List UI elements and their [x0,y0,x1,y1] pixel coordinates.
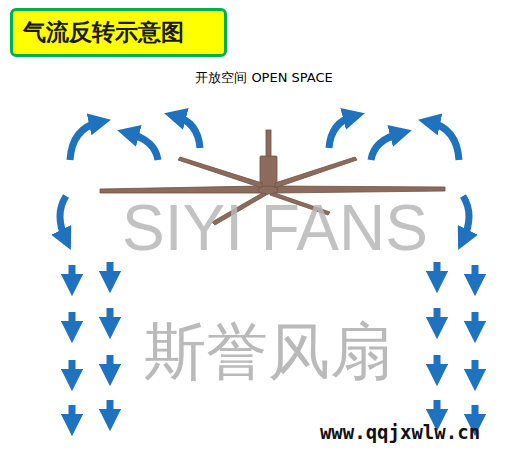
curved-arrow [128,133,158,160]
diagram-title: 气流反转示意图 [13,11,224,54]
curved-arrow [371,133,401,160]
down-arrow [69,265,76,285]
down-arrow [434,308,441,328]
down-arrow [107,355,114,375]
down-arrow [472,312,479,332]
title-box: 气流反转示意图 [10,8,227,57]
down-arrow [69,405,76,425]
curved-arrow [60,196,66,240]
website-watermark: www.qqjxwlw.cn [320,421,480,443]
watermark: SIYI FANS [122,191,428,265]
airflow-arrows [60,116,475,425]
down-arrow [107,400,114,420]
down-arrow [434,262,441,282]
down-arrow [107,308,114,328]
curved-arrow [175,116,200,148]
watermark: 斯誉风扇 [144,310,392,394]
down-arrow [472,265,479,285]
curved-arrow [429,122,459,160]
curved-arrow [329,116,354,148]
space-label: 开放空间 OPEN SPACE [195,69,333,87]
down-arrow [472,360,479,380]
down-arrow [107,262,114,282]
down-arrow [434,355,441,375]
down-arrow [434,400,441,420]
curved-arrow [463,196,469,240]
down-arrow [69,360,76,380]
curved-arrow [70,122,100,160]
down-arrow [69,312,76,332]
